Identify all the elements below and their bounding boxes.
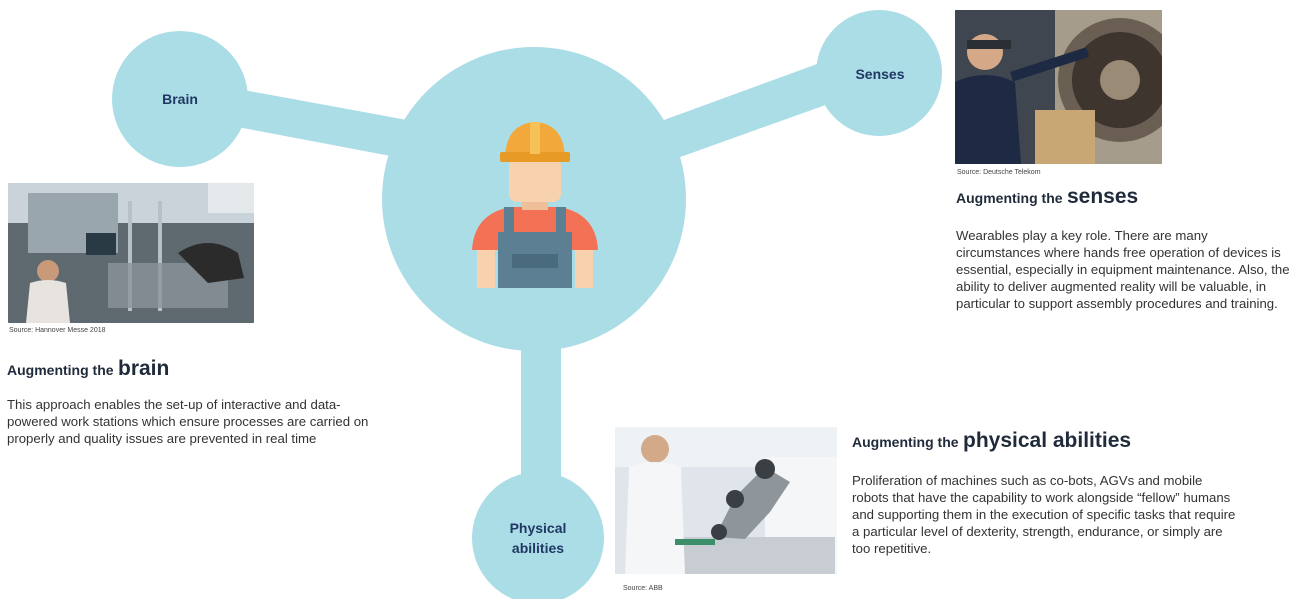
bubble-physical [472,472,604,599]
worker-with-hard-hat-icon [472,122,598,288]
heading-physical-prefix: Augmenting the [852,434,959,450]
heading-brain-prefix: Augmenting the [7,362,114,378]
bubble-senses [816,10,942,136]
text-physical: Proliferation of machines such as co-bot… [852,473,1236,556]
arm-senses [664,52,862,160]
heading-brain-keyword: brain [118,357,170,380]
node-label-physical: Physical abilities [509,520,567,556]
photo-abb [615,427,837,574]
text-brain: This approach enables the set-up of inte… [7,397,369,446]
heading-senses-keyword: senses [1067,185,1139,208]
bubble-brain [112,31,248,167]
photo-hannover-messe [8,183,254,323]
text-senses: Wearables play a key role. There are man… [956,228,1290,311]
node-label-brain: Brain [162,91,198,107]
source-senses: Source: Deutsche Telekom [957,169,1041,176]
heading-brain: Augmenting the brain [7,357,169,381]
heading-senses: Augmenting the senses [956,185,1138,209]
source-physical: Source: ABB [623,585,663,592]
heading-senses-prefix: Augmenting the [956,190,1063,206]
heading-physical: Augmenting the physical abilities [852,429,1131,453]
heading-physical-keyword: physical abilities [963,429,1132,452]
node-label-senses: Senses [855,66,905,82]
photo-deutsche-telekom [955,10,1162,164]
source-brain: Source: Hannover Messe 2018 [9,327,106,334]
